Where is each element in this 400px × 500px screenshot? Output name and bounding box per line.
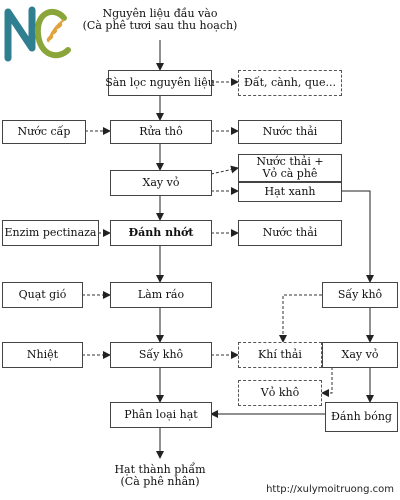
arrow-hatxanh-to-saykho-right — [340, 190, 374, 283]
arrow-xayvo-right-to-vokho — [321, 367, 333, 397]
branch-hat-xanh: Hạt xanh — [238, 182, 342, 202]
watermark: http://xulymoitruong.com — [266, 484, 394, 495]
waste-dat: Đất, cành, que... — [238, 70, 342, 96]
step-san-loc: Sàn lọc nguyên liệu — [105, 70, 215, 96]
input-enzim: Enzim pectinaza — [2, 220, 99, 246]
step-phan-loai: Phân loại hạt — [110, 402, 212, 428]
waste-nuoc-thai-2: Nước thải — [238, 220, 342, 246]
brand-logo — [4, 6, 71, 62]
input-line1: Nguyên liệu đầu vào — [102, 7, 218, 20]
input-line2: (Cà phê tươi sau thu hoạch) — [82, 19, 238, 32]
branch-xay-vo: Xay vỏ — [322, 342, 398, 368]
step-say-kho: Sấy khô — [110, 342, 212, 368]
waste-khi-thai: Khí thải — [238, 342, 322, 368]
branch-say-kho: Sấy khô — [322, 282, 398, 308]
input-nuoc-cap: Nước cấp — [2, 120, 86, 144]
output-label: Hạt thành phẩm (Cà phê nhân) — [90, 464, 230, 488]
output-line1: Hạt thành phẩm — [114, 463, 206, 476]
waste-nuoc-thai-vo: Nước thải + Vỏ cà phê — [238, 154, 342, 182]
waste-nuoc-thai-vo-line2: Vỏ cà phê — [262, 167, 318, 180]
input-label: Nguyên liệu đầu vào (Cà phê tươi sau thu… — [80, 8, 240, 32]
branch-danh-bong: Đánh bóng — [325, 402, 398, 432]
step-danh-nhot: Đánh nhớt — [110, 220, 212, 246]
step-rua-tho: Rửa thô — [110, 120, 212, 144]
waste-vo-kho: Vỏ khô — [238, 380, 322, 406]
waste-nuoc-thai-vo-line1: Nước thải + — [256, 155, 324, 168]
step-xay-vo: Xay vỏ — [110, 170, 212, 196]
arrow-saykho-right-to-khithai — [279, 294, 322, 343]
input-nhiet: Nhiệt — [2, 342, 83, 368]
step-lam-rao: Làm ráo — [110, 282, 212, 308]
waste-nuoc-thai-1: Nước thải — [238, 120, 342, 144]
input-quat-gio: Quạt gió — [2, 282, 83, 308]
output-line2: (Cà phê nhân) — [120, 475, 200, 488]
